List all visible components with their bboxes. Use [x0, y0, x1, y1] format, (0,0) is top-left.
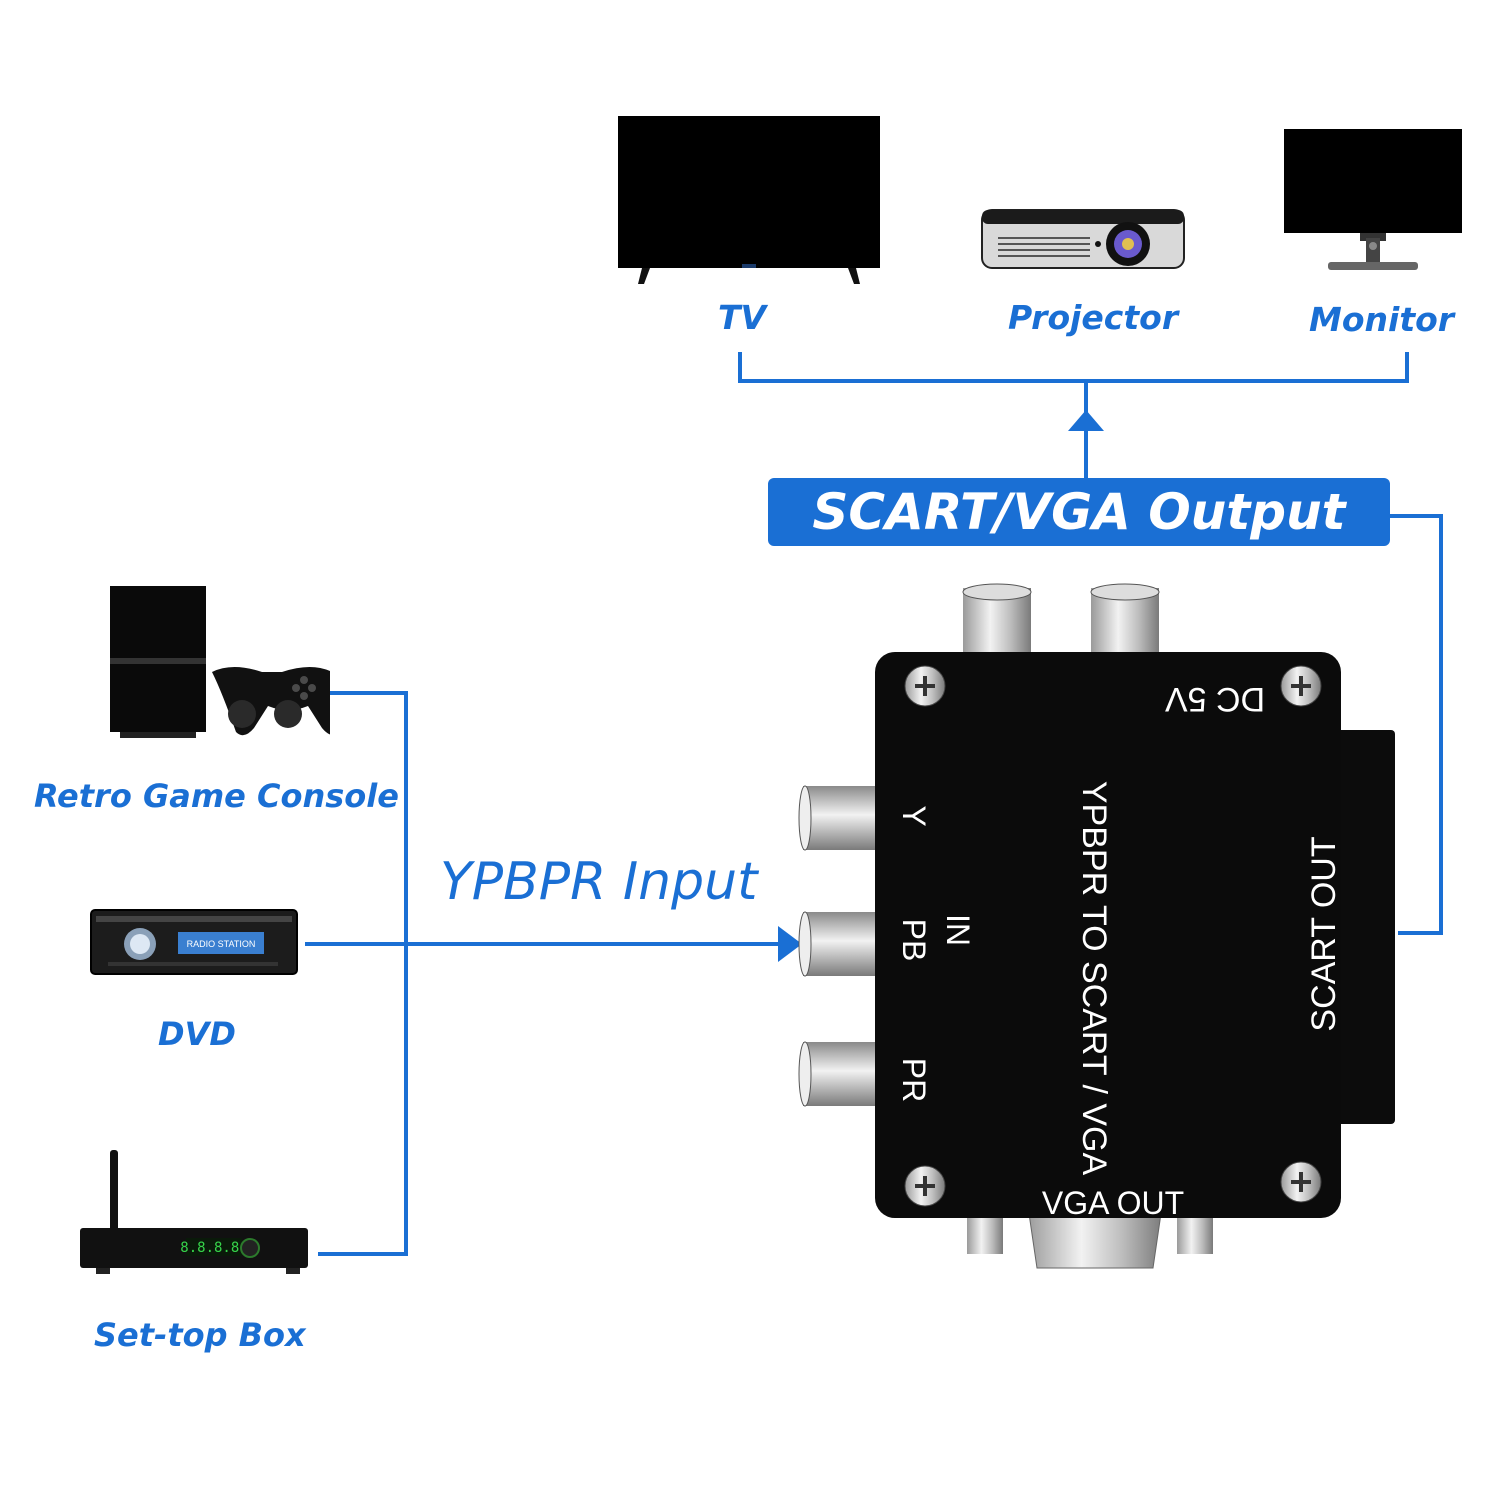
screw-icon — [904, 665, 946, 707]
set-top-display-text: 8.8.8.8. — [180, 1240, 247, 1256]
converter-title-text: YPBPR TO SCART / VGA — [1075, 781, 1113, 1176]
y-port-text: Y — [896, 805, 932, 826]
input-bracket-line — [318, 691, 408, 1256]
set-top-box-label: Set-top Box — [94, 1316, 306, 1354]
converter-body — [875, 652, 1341, 1218]
game-console-icon — [110, 586, 330, 738]
in-text: IN — [940, 914, 976, 946]
pb-port-text: PB — [896, 919, 932, 962]
monitor-icon — [1284, 129, 1462, 270]
retro-game-console-label: Retro Game Console — [34, 777, 399, 815]
screw-icon — [1280, 1161, 1322, 1203]
screw-icon — [904, 1165, 946, 1207]
scart-connector — [1335, 730, 1395, 1124]
converter-device: DC 5V YPBPR TO SCART / VGA Y PB IN PR SC… — [798, 583, 1395, 1269]
monitor-label: Monitor — [1309, 300, 1455, 339]
set-top-box-icon: 8.8.8.8. — [80, 1150, 308, 1274]
vga-out-text: VGA OUT — [1042, 1185, 1184, 1221]
ypbpr-input-label: YPBPR Input — [440, 852, 758, 912]
projector-icon — [981, 209, 1185, 269]
rca-jack-y — [798, 785, 883, 851]
pr-port-text: PR — [896, 1058, 932, 1102]
screw-icon — [1280, 665, 1322, 707]
scart-out-text: SCART OUT — [1305, 836, 1343, 1031]
dvd-screen-text: RADIO STATION — [187, 939, 256, 949]
dc-5v-text: DC 5V — [1165, 680, 1265, 718]
rca-jack-pr — [798, 1041, 883, 1107]
dvd-player-icon: RADIO STATION — [90, 909, 298, 975]
dvd-label: DVD — [158, 1015, 236, 1053]
tv-label: TV — [718, 298, 767, 337]
input-arrow-icon — [778, 926, 802, 962]
tv-icon — [618, 116, 880, 284]
scart-vga-output-badge: SCART/VGA Output — [768, 478, 1390, 546]
scart-to-badge-line — [1390, 514, 1443, 935]
output-arrow-icon — [1068, 410, 1104, 431]
projector-label: Projector — [1008, 298, 1179, 337]
output-bracket-line — [738, 352, 1409, 383]
rca-jack-pb — [798, 911, 883, 977]
